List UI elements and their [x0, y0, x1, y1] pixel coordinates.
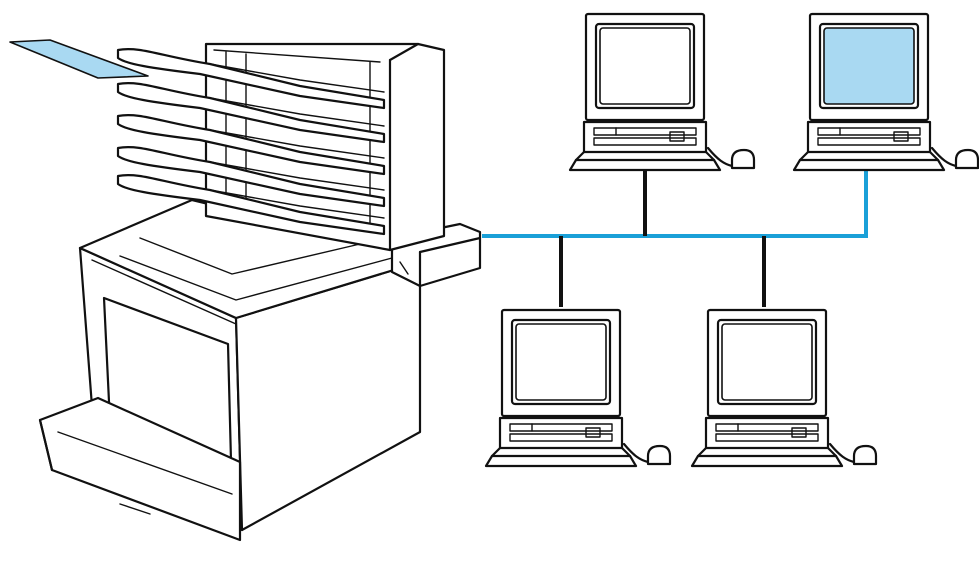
computer-icon: [484, 308, 672, 468]
computer-icon: [690, 308, 878, 468]
monitor-screen: [515, 323, 607, 401]
mouse-icon: [646, 444, 672, 466]
mailbox-tray-edge: [209, 97, 385, 127]
mailbox-tray-edge: [209, 189, 385, 219]
mouse-icon: [954, 148, 979, 170]
mailbox-tray-edge: [209, 129, 385, 159]
mailbox-tray-edge: [209, 161, 385, 191]
computer-icon: [568, 12, 756, 172]
mouse-icon: [730, 148, 756, 170]
mouse-icon: [852, 444, 878, 466]
monitor-screen: [721, 323, 813, 401]
multi-bin-mailbox-icon: [116, 42, 446, 252]
mailbox-tray: [116, 114, 386, 176]
printer-icon: [38, 198, 482, 542]
computer-icon: [792, 12, 979, 172]
mailbox-tray: [116, 174, 386, 236]
mailbox-tray: [116, 146, 386, 208]
computers: [484, 12, 979, 468]
network-bus-line: [482, 165, 868, 238]
highlighted-screen: [823, 27, 915, 105]
mailbox-tray: [116, 48, 386, 110]
mailbox-tray: [116, 82, 386, 144]
mailbox-tray-edge: [209, 63, 385, 93]
paper-sheet-icon: [9, 39, 149, 79]
network-lines: [482, 165, 868, 307]
monitor-screen: [599, 27, 691, 105]
